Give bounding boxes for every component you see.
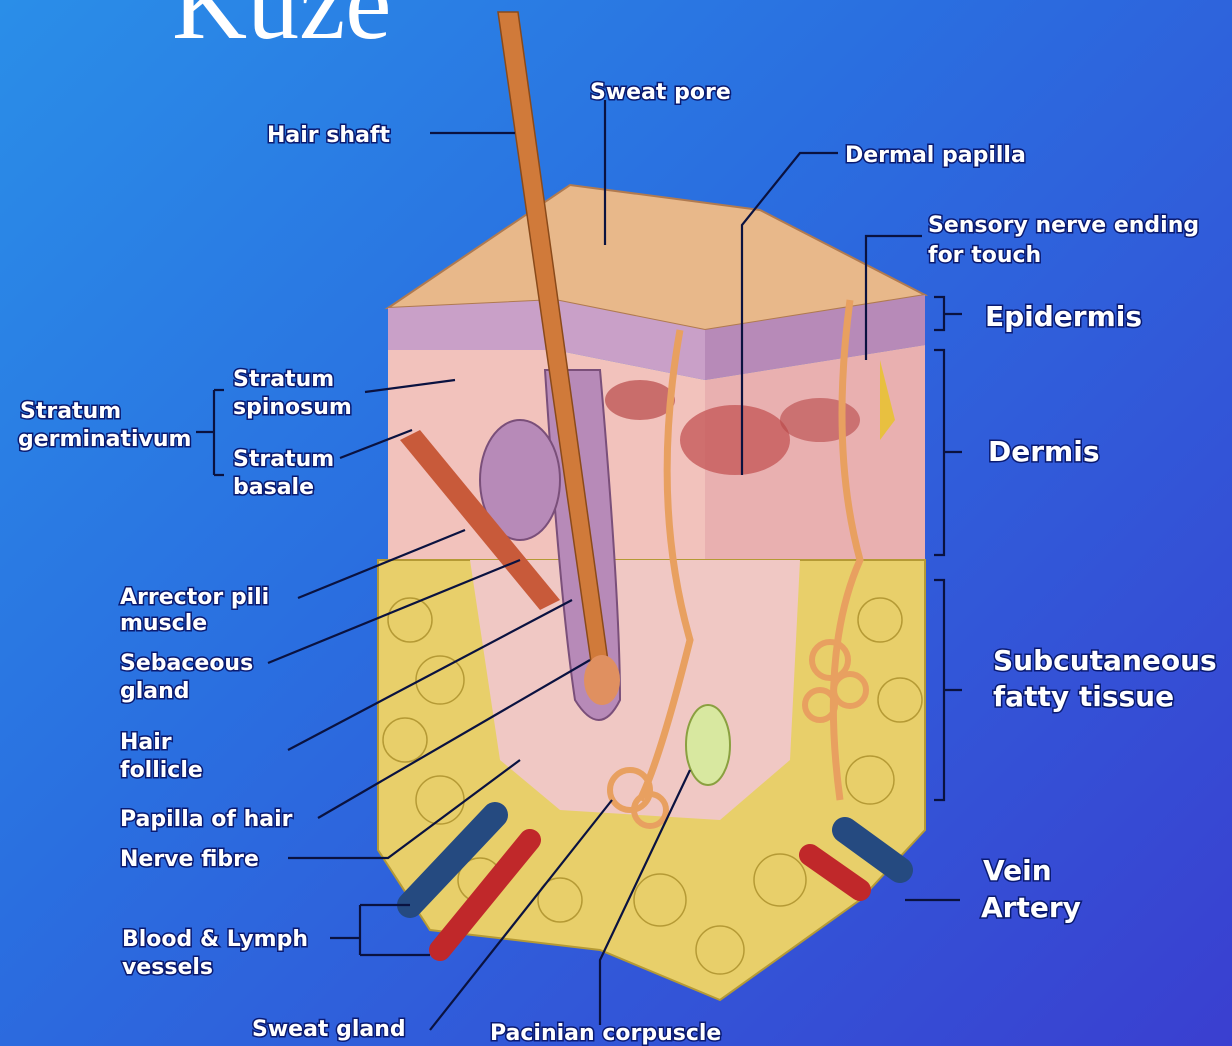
- label-hair-shaft: Hair shaft: [267, 123, 390, 148]
- label-stratum-basale-line1: Stratum: [233, 447, 334, 472]
- label-stratum-basale-line2: basale: [233, 475, 314, 500]
- label-epidermis: Epidermis: [985, 300, 1142, 333]
- label-papilla-of-hair: Papilla of hair: [120, 807, 293, 832]
- label-stratum-spinosum-line1: Stratum: [233, 367, 334, 392]
- label-subcutaneous-line1: Subcutaneous: [993, 644, 1217, 677]
- label-vein: Vein: [983, 854, 1052, 887]
- label-stratum-spinosum-line2: spinosum: [233, 395, 352, 420]
- label-sebaceous-line1: Sebaceous: [120, 651, 253, 676]
- label-pacinian-corpuscle: Pacinian corpuscle: [490, 1021, 721, 1046]
- label-sweat-pore: Sweat pore: [590, 80, 731, 105]
- label-hair-follicle-line2: follicle: [120, 758, 203, 783]
- dermal-patch: [605, 380, 675, 420]
- label-arrector-pili-line2: muscle: [120, 611, 207, 636]
- dermal-papilla-patch: [680, 405, 790, 475]
- label-dermal-papilla: Dermal papilla: [845, 143, 1026, 168]
- label-sweat-gland: Sweat gland: [252, 1017, 406, 1042]
- label-sebaceous-line2: gland: [120, 679, 190, 704]
- label-subcutaneous-line2: fatty tissue: [993, 680, 1174, 713]
- label-dermis: Dermis: [988, 435, 1099, 468]
- hair-papilla: [584, 655, 620, 705]
- label-artery: Artery: [981, 891, 1081, 924]
- pacinian-corpuscle: [686, 705, 730, 785]
- label-stratum-germinativum-line1: Stratum: [20, 399, 121, 424]
- dermal-patch: [780, 398, 860, 442]
- label-blood-lymph-line1: Blood & Lymph: [122, 927, 308, 952]
- label-arrector-pili-line1: Arrector pili: [120, 585, 269, 610]
- label-hair-follicle-line1: Hair: [120, 730, 172, 755]
- label-stratum-germinativum-line2: germinativum: [18, 427, 191, 452]
- label-nerve-fibre: Nerve fibre: [120, 847, 259, 872]
- label-sensory-nerve-line2: for touch: [928, 243, 1041, 268]
- label-sensory-nerve-line1: Sensory nerve ending: [928, 213, 1199, 238]
- label-blood-lymph-line2: vessels: [122, 955, 213, 980]
